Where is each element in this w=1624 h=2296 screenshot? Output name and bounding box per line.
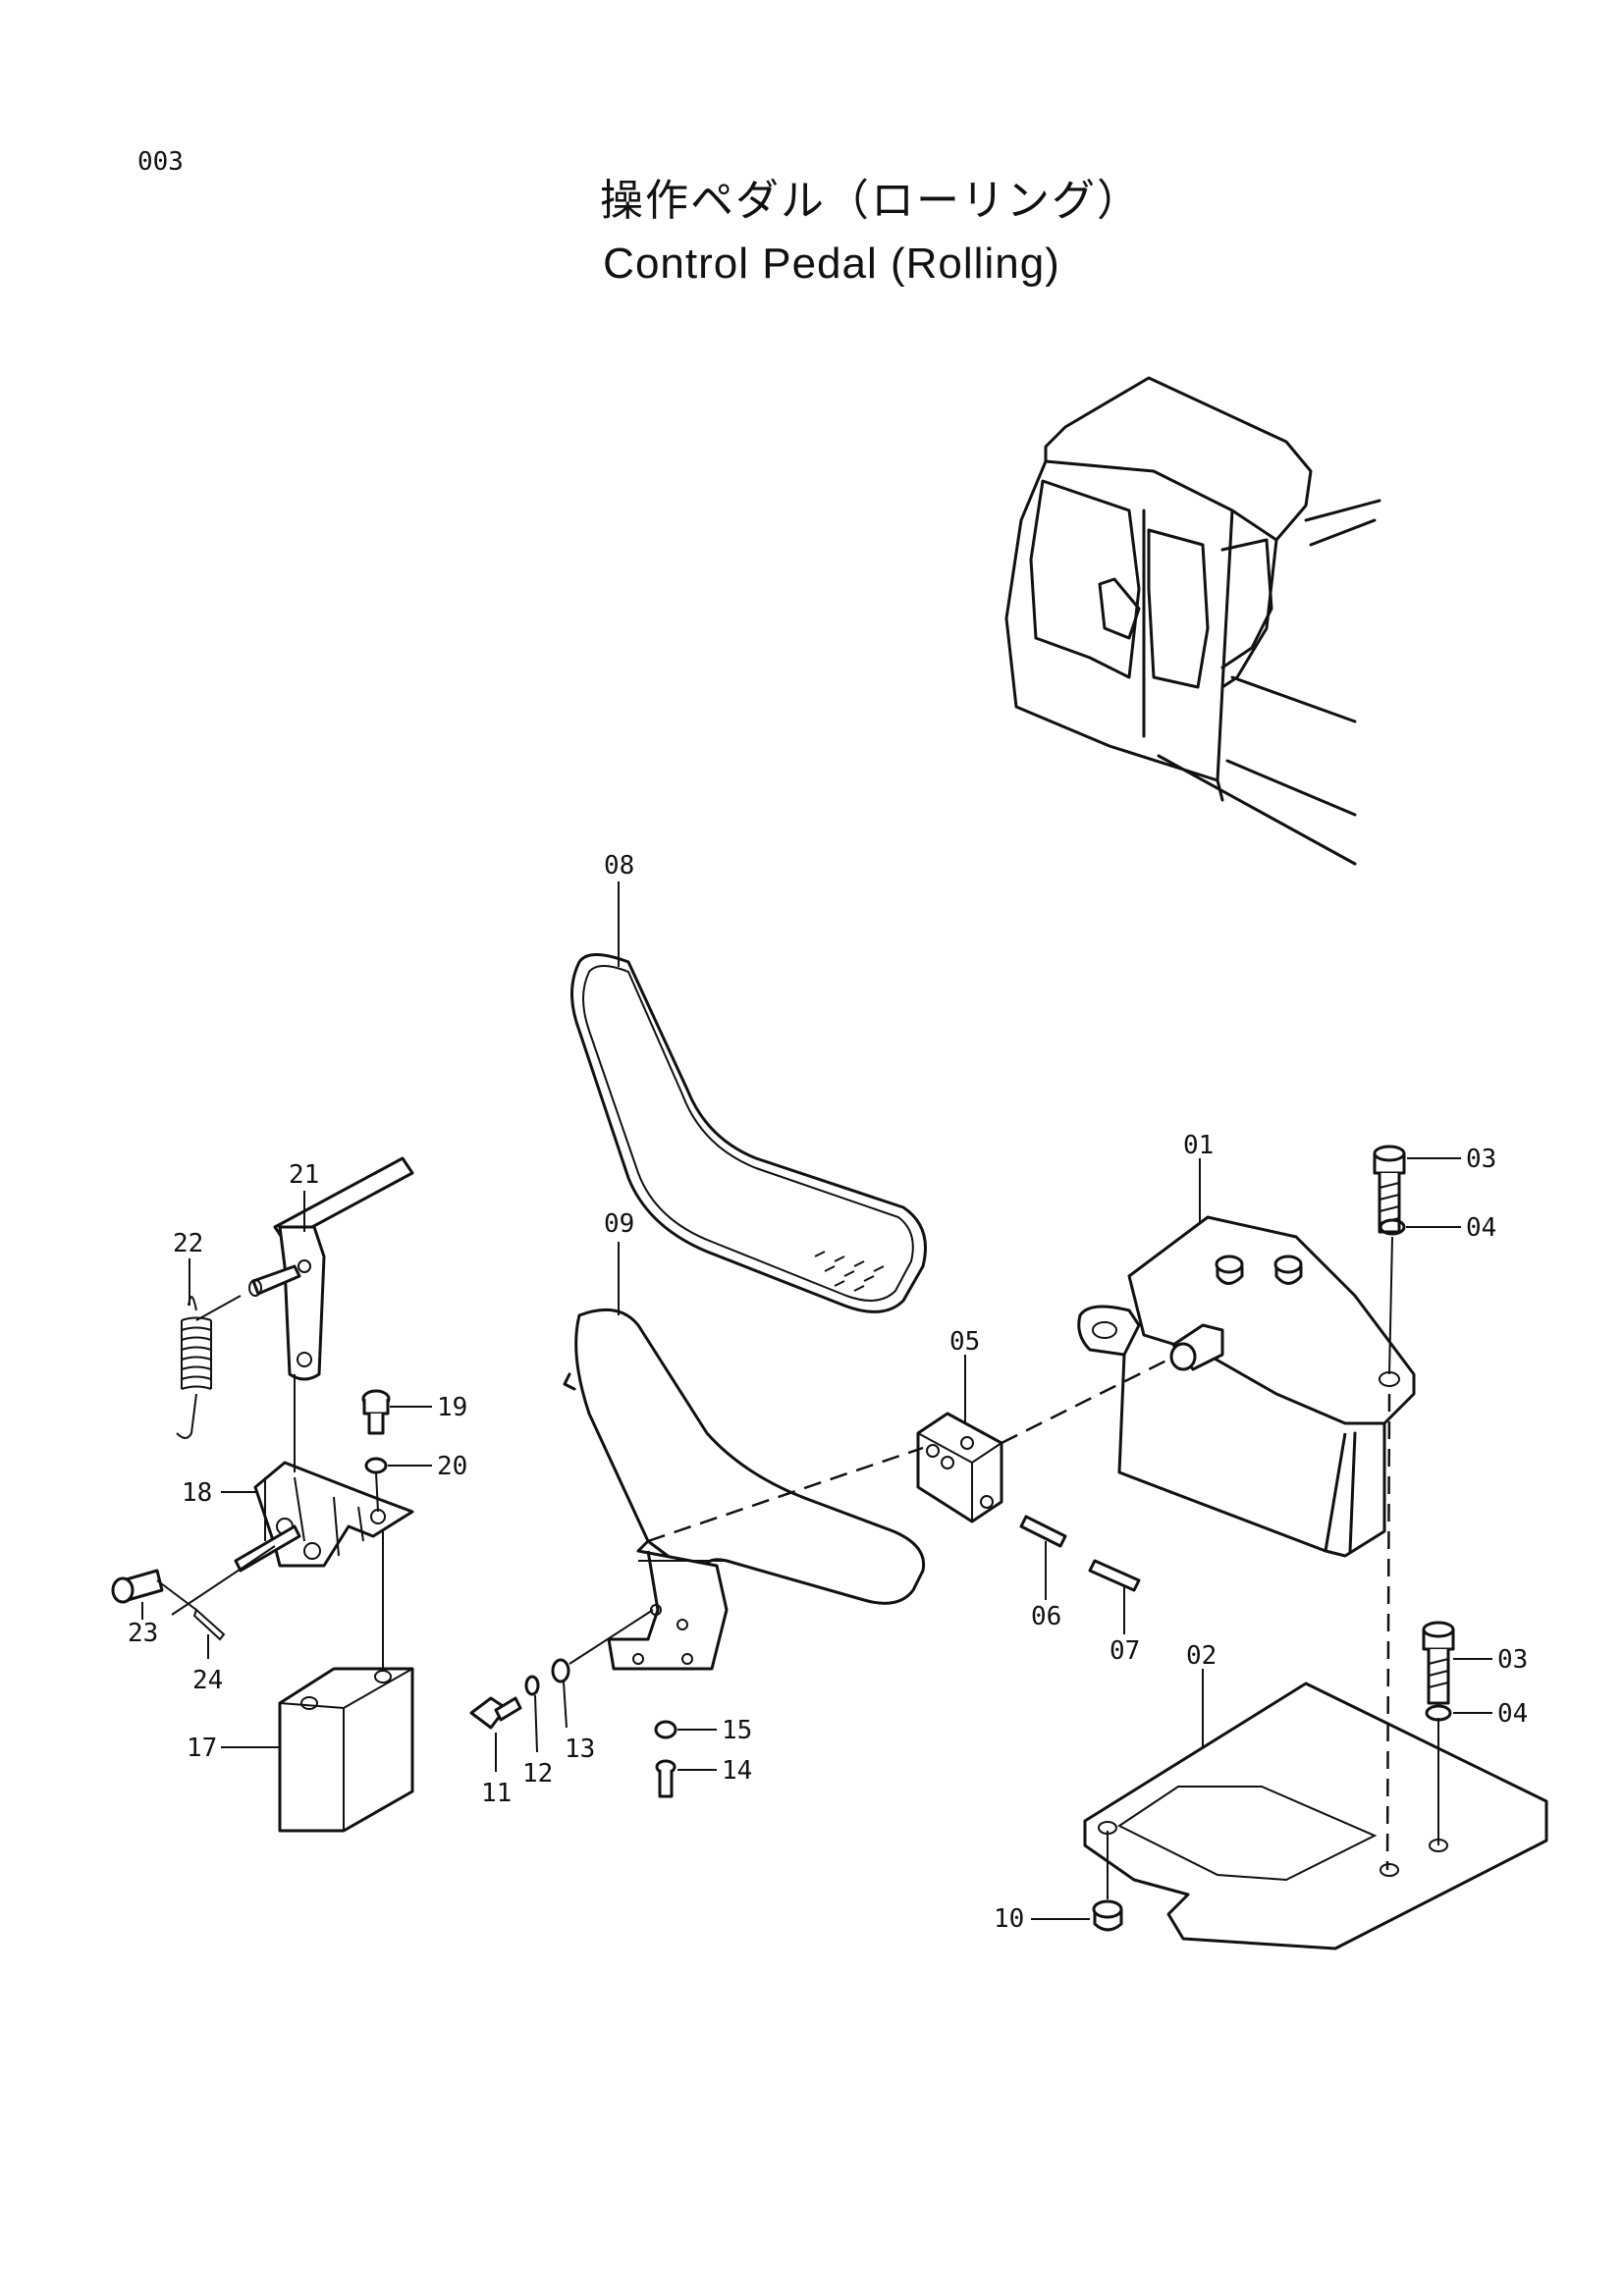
callout-22: 22 [173,1229,203,1258]
callout-23: 23 [128,1619,158,1648]
part-15-nut [654,1720,677,1739]
part-06-pin [1019,1515,1067,1548]
title-japanese: 操作ペダル（ローリング） [600,176,1142,226]
part-20-washer [364,1457,388,1474]
callout-leaders [141,881,1492,1920]
part-18-bracket [234,1461,414,1573]
part-03-bolt-upper [1373,1145,1406,1234]
part-17-block [278,1667,414,1833]
part-19-bolt [361,1389,391,1435]
callout-17: 17 [187,1734,217,1763]
callout-12: 12 [522,1759,553,1789]
callout-07: 07 [1110,1636,1140,1666]
callout-18: 18 [182,1478,212,1508]
cab-overview-illustration [1004,376,1381,866]
callout-02: 02 [1186,1641,1217,1671]
callout-labels: 01 03 04 03 04 02 05 06 07 08 09 10 11 1… [128,851,1528,1934]
callout-03-upper: 03 [1466,1145,1496,1174]
callout-08: 08 [604,851,634,881]
callout-01: 01 [1183,1131,1214,1160]
part-23-pin [111,1569,164,1604]
callout-15: 15 [722,1716,752,1745]
part-05-block [916,1412,1003,1523]
part-21-lever [248,1156,414,1381]
part-10-nut [1092,1899,1123,1932]
callout-21: 21 [289,1160,319,1190]
callout-03-lower: 03 [1497,1645,1528,1675]
callout-14: 14 [722,1756,752,1786]
part-07-pin [1088,1559,1141,1592]
assembly-lines [156,1236,1439,1899]
part-14-bolt [655,1759,677,1798]
part-13-washer [551,1658,570,1683]
callout-11: 11 [481,1779,512,1808]
part-04-washer-upper [1379,1218,1406,1236]
title-english: Control Pedal (Rolling) [603,240,1060,288]
callout-20: 20 [437,1452,467,1481]
callout-06: 06 [1031,1602,1061,1631]
part-11-bolt [469,1696,522,1730]
page-number: 003 [137,147,184,177]
callout-24: 24 [192,1666,223,1695]
callout-05: 05 [949,1327,980,1357]
callout-04-upper: 04 [1466,1213,1496,1243]
callout-19: 19 [437,1393,467,1422]
part-24-cotter-pin [192,1608,226,1641]
callout-10: 10 [994,1904,1024,1934]
part-02-base-plate [1083,1682,1548,1950]
part-03-bolt-lower [1422,1621,1455,1705]
part-12-washer [524,1675,540,1696]
part-08-pedal-cover [570,953,927,1313]
part-01-valve [1077,1215,1416,1558]
callout-04-lower: 04 [1497,1699,1528,1729]
callout-09: 09 [604,1209,634,1239]
title-block: 操作ペダル（ローリング） Control Pedal (Rolling) [0,165,1624,289]
callout-13: 13 [565,1735,595,1764]
part-22-spring [176,1296,212,1439]
part-09-pedal [563,1308,926,1671]
part-04-washer-lower [1425,1704,1452,1722]
